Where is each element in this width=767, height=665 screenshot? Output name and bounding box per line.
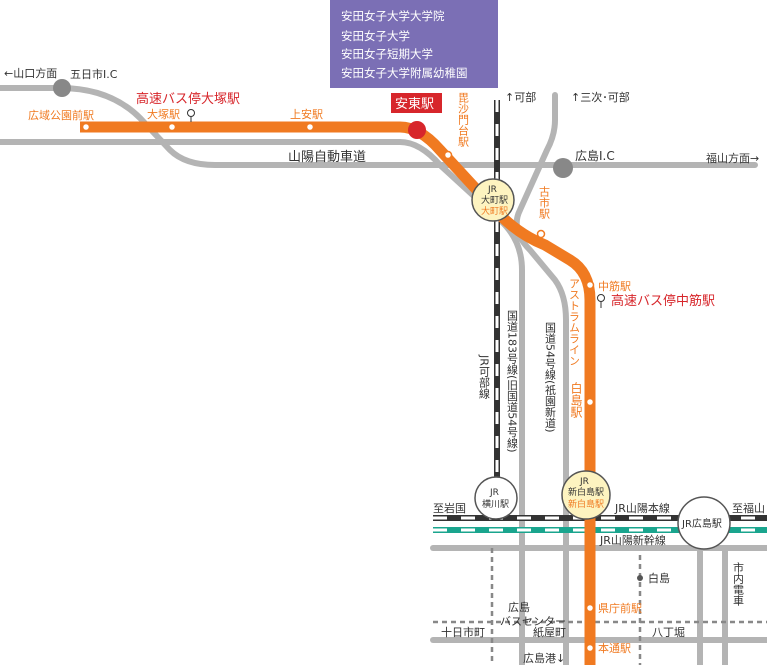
university-names: 安田女子大学大学院 安田女子大学 安田女子短期大学 安田女子大学附属幼稚園 — [341, 9, 468, 80]
dest-yamaguchi: ←山口方面 — [4, 66, 57, 80]
bus-center-1: 広島 — [508, 600, 530, 614]
itsukaichi-ic-marker — [53, 79, 71, 97]
jr-sanyo-main-label: JR山陽本線 — [614, 501, 670, 515]
tram-hatchobori: 八丁堀 — [652, 626, 685, 639]
furuichi-dot — [536, 229, 546, 239]
bus-center-2: バスセンター — [500, 615, 566, 628]
jr-hiroshima-name: JR広島駅 — [681, 517, 722, 530]
yasuhigashi-label-box — [391, 93, 442, 113]
astram-station-dots — [81, 122, 595, 653]
station-bishamondai: 毘沙門台駅 — [457, 92, 470, 148]
dest-hiroshima-port: 広島港↓ — [523, 651, 565, 665]
station-furuichi: 古市駅 — [538, 186, 551, 220]
bus-stop-otsuka-label: 高速バス停大塚駅 — [136, 91, 240, 107]
tram-hakushima-dot — [637, 575, 643, 581]
road-sanyo-label: 山陽自動車道 — [288, 150, 366, 165]
tram-hakushima-label: 白島 — [648, 571, 670, 585]
hondori-dot — [585, 643, 595, 653]
station-otsuka: 大塚駅 — [147, 107, 180, 121]
tram-line-label: 市内電車 — [732, 561, 745, 607]
jr-omachi-circle — [471, 178, 515, 222]
university-line-2: 安田女子大学 — [341, 29, 410, 43]
ic-hiroshima: 広島I.C — [575, 148, 615, 163]
jr-shinhakushima-jr: JR — [579, 477, 589, 487]
university-box — [330, 0, 498, 88]
dest-iwakuni: 至岩国 — [433, 501, 466, 515]
tram-kamiyacho: 紙屋町 — [533, 625, 566, 639]
jr-omachi-jr: JR — [487, 185, 497, 195]
station-hakushima: 白島駅 — [569, 381, 583, 419]
jr-hiroshima-circle — [677, 496, 731, 550]
hakushima-dot — [585, 397, 595, 407]
bus-stop-icon — [187, 109, 195, 122]
station-nakasuji: 中筋駅 — [598, 279, 631, 293]
kouiki-dot — [81, 122, 91, 132]
dest-fukuyama-jr: 至福山 — [732, 501, 765, 515]
station-kamiyasu: 上安駅 — [290, 107, 323, 121]
dest-miyoshi-arrow: ↑三次･可部 — [571, 90, 630, 104]
yasuhigashi-label: 安東駅 — [395, 96, 434, 112]
jr-yokogawa-circle — [474, 476, 518, 520]
jr-shinhakushima-name: 新白島駅 — [568, 486, 604, 498]
station-hondori: 本通駅 — [598, 641, 631, 655]
dest-fukuyama: 福山方面→ — [706, 151, 759, 165]
jr-omachi-astram: 大町駅 — [481, 205, 508, 217]
jr-shinhakushima-circle — [561, 470, 611, 520]
yasuhigashi-marker — [408, 121, 426, 139]
road-itsukaichi — [0, 85, 758, 168]
road-lower-left — [0, 139, 443, 168]
kenchomae-dot — [585, 603, 595, 613]
station-kenchomae: 県庁前駅 — [598, 601, 642, 615]
university-line-1: 安田女子大学大学院 — [341, 9, 445, 23]
jr-shinhakushima-astram: 新白島駅 — [568, 498, 604, 510]
bus-stop-nakasuji-label: 高速バス停中筋駅 — [611, 293, 715, 309]
jr-yokogawa-name: 横川駅 — [482, 498, 509, 510]
jr-shinkansen-label: JR山陽新幹線 — [599, 533, 666, 547]
kamiyasu-dot — [305, 122, 315, 132]
road-route54-label: 国道54号線(祇園新道) — [544, 322, 557, 433]
jr-yokogawa-jr: JR — [489, 488, 499, 498]
tram-tokaichi: 十日市町 — [441, 625, 485, 639]
bishamondai-dot — [443, 150, 453, 160]
tram-lines — [433, 548, 767, 665]
nakasuji-dot — [585, 280, 595, 290]
ic-itsukaichi: 五日市I.C — [70, 67, 118, 81]
otsuka-dot — [167, 122, 177, 132]
astram-line-name: アストラムライン — [568, 278, 581, 366]
hiroshima-ic-marker — [553, 158, 573, 178]
university-line-4: 安田女子大学附属幼稚園 — [341, 66, 468, 80]
bus-stop-icon — [597, 294, 605, 308]
jr-kabe-line-label: JR可部線 — [478, 354, 491, 399]
station-kouiki: 広域公園前駅 — [28, 108, 94, 122]
road-route183-label: 国道183号線(旧国道54号線) — [506, 310, 519, 453]
university-line-3: 安田女子短期大学 — [341, 47, 433, 61]
jr-omachi-name: 大町駅 — [481, 194, 508, 206]
dest-kabe-arrow: ↑可部 — [505, 90, 536, 104]
